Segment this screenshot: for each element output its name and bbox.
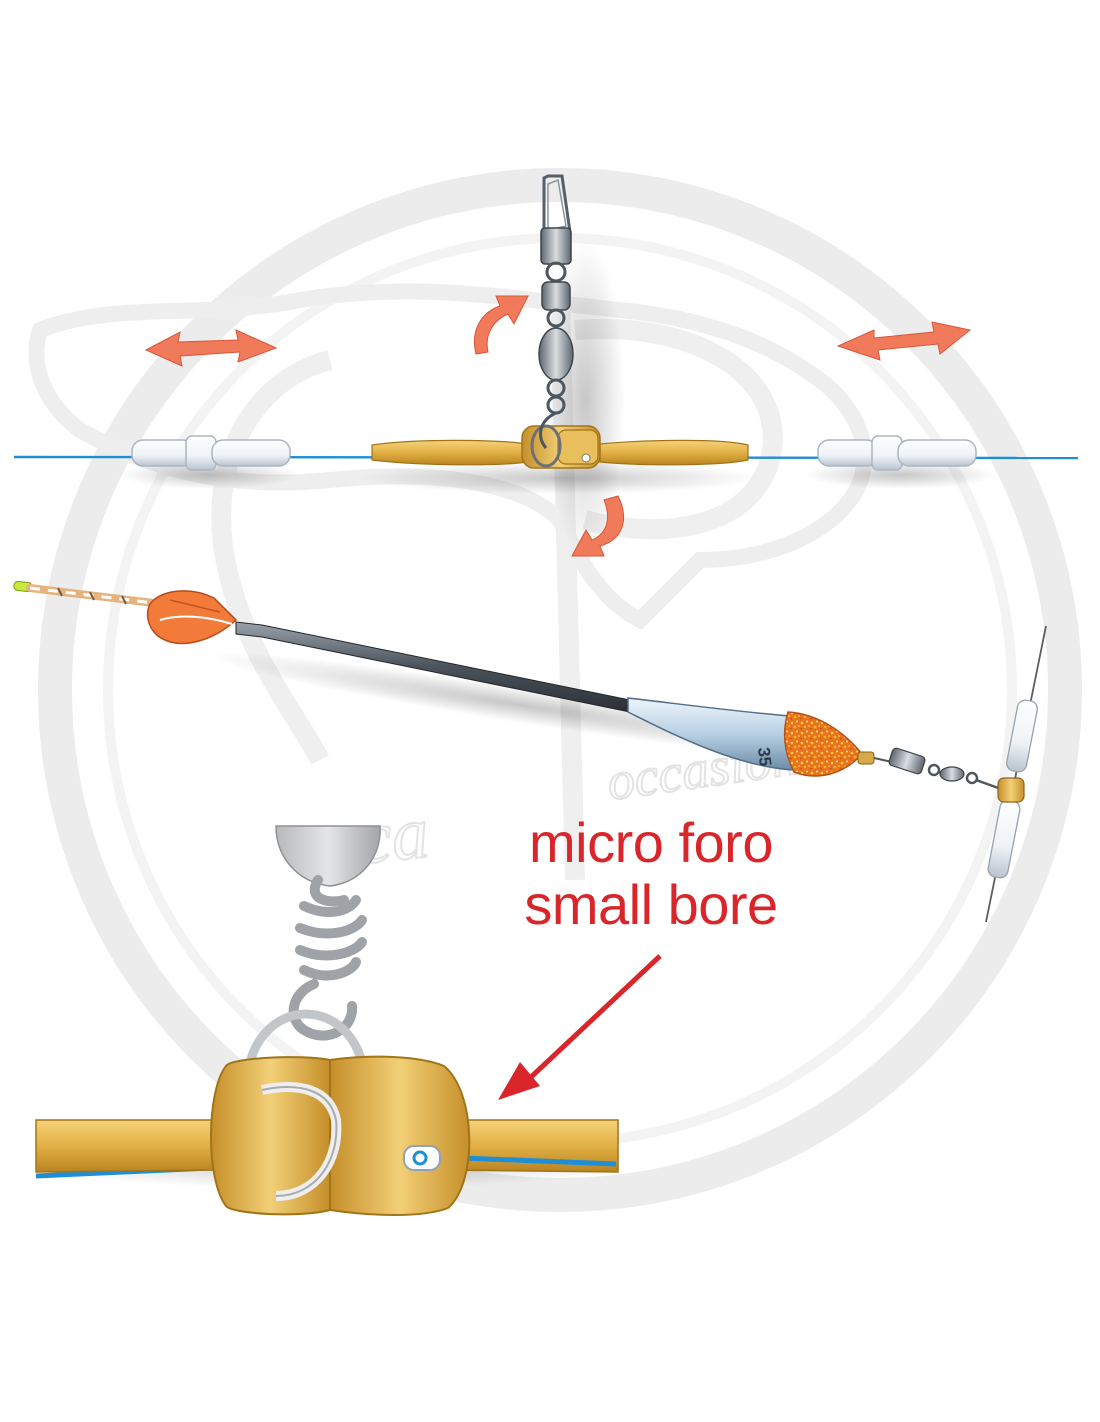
callout-arrow (498, 954, 662, 1100)
callout-line-1: micro foro (529, 811, 773, 874)
motion-arrow-left (144, 329, 278, 367)
shadow (120, 461, 300, 489)
float-fins (146, 590, 238, 645)
connector-tube-top (371, 424, 749, 469)
watermark-ring-outer (38, 168, 1082, 1212)
connector-body-detail (210, 1055, 471, 1216)
float-antenna (13, 580, 174, 609)
float-body: 35 (627, 697, 863, 777)
snap-swivel-top (538, 174, 574, 449)
motion-arrow-up-curve (474, 295, 529, 355)
stop-bead-left (131, 435, 291, 471)
callout-label: micro foro small bore (486, 812, 816, 936)
callout-line-2: small bore (524, 873, 778, 936)
micro-bore-hole (403, 1145, 441, 1171)
float-weight-mark: 35 (754, 746, 775, 767)
lead-weight (275, 825, 381, 887)
motion-arrow-down-curve (571, 495, 625, 557)
motion-arrows (144, 295, 972, 557)
watermark-letter-c (211, 350, 333, 765)
float-assembly: 35 (13, 580, 1047, 923)
detail-enlargement (30, 825, 662, 1216)
shadow (805, 461, 995, 489)
connector-tube-detail-left (35, 1119, 215, 1173)
float-bottom-swivel (857, 747, 1005, 792)
motion-arrow-right (836, 321, 972, 361)
stop-bead-right (817, 435, 977, 471)
float-lead-ballast (783, 711, 863, 777)
top-rig-assembly (13, 174, 1079, 560)
side-line-assembly (985, 625, 1047, 923)
